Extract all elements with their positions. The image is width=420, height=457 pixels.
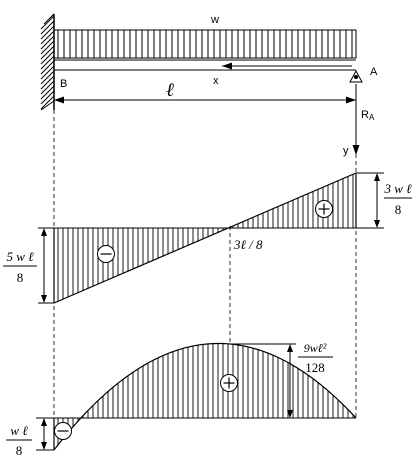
moment-diagram — [53, 342, 357, 451]
shear-positive-dimension — [356, 172, 384, 229]
moment-positive-sign — [220, 374, 238, 392]
shear-positive-sign — [315, 200, 333, 218]
beam-body — [54, 59, 356, 71]
reaction-label-main: R — [361, 109, 369, 121]
shear-positive-value-num: 3 w ℓ — [383, 181, 412, 196]
x-axis-label: x — [213, 75, 219, 87]
moment-max-value-num: 9wℓ² — [304, 341, 327, 355]
y-axis-label: y — [343, 145, 349, 157]
span-dimension — [54, 96, 356, 104]
moment-max-dimension — [230, 343, 296, 418]
moment-max-value-den: 128 — [305, 360, 325, 375]
moment-curve — [53, 342, 357, 451]
guide-lines — [53, 84, 357, 440]
wall-support — [40, 13, 55, 111]
support-label-a: A — [370, 66, 378, 78]
shear-line — [53, 172, 357, 304]
load-label: w — [210, 14, 219, 26]
span-label: ℓ — [166, 80, 174, 101]
support-label-b: B — [60, 78, 67, 90]
shear-positive-value-den: 8 — [395, 202, 402, 217]
shear-negative-value-den: 8 — [17, 270, 24, 285]
reaction-label: RA — [361, 109, 375, 122]
shear-negative-dimension — [38, 227, 54, 304]
shear-zero-location: 3ℓ / 8 — [233, 237, 263, 252]
moment-end-value-den: 8 — [16, 443, 23, 457]
shear-negative-sign — [97, 245, 115, 263]
roller-support — [349, 69, 363, 83]
moment-end-value-num: w ℓ — [10, 423, 28, 438]
shear-negative-value-num: 5 w ℓ — [6, 249, 34, 264]
x-axis-arrow — [222, 62, 352, 70]
moment-end-dimension — [36, 417, 54, 451]
moment-negative-sign — [54, 422, 72, 440]
distributed-load — [53, 29, 357, 59]
shear-diagram — [53, 172, 357, 304]
reaction-label-sub: A — [369, 113, 375, 122]
